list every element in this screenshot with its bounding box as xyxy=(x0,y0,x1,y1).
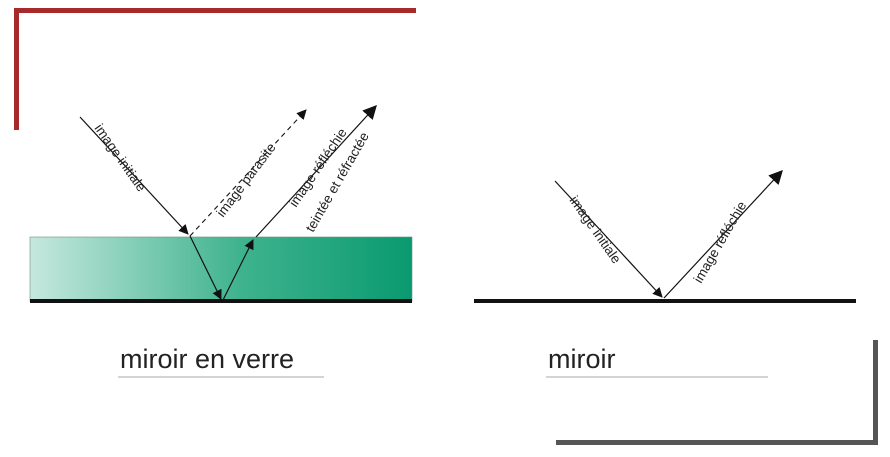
plain-mirror-title: miroir xyxy=(548,344,616,374)
glass-incident-ray xyxy=(79,116,189,235)
plain-incident-ray xyxy=(554,180,663,298)
glass-parasite-label: image parasite xyxy=(213,140,278,220)
glass-slab xyxy=(29,236,413,302)
plain-reflected-ray xyxy=(663,169,783,299)
glass-mirror-backing xyxy=(30,299,412,303)
glass-mirror-title: miroir en verre xyxy=(120,344,294,374)
glass-refracted-up-ray xyxy=(222,239,254,301)
plain-incident-label: image initiale xyxy=(567,193,624,266)
plain-mirror-diagram: image initiale image réfléchie miroir xyxy=(474,169,856,378)
glass-refracted-down-ray xyxy=(189,235,222,300)
glass-incident-label: image initiale xyxy=(92,121,149,194)
glass-mirror-diagram: image initiale image parasite image réfl… xyxy=(29,104,413,378)
glass-reflected-ray xyxy=(255,104,377,238)
frame-bottom-right xyxy=(556,340,878,445)
frame-top-left xyxy=(14,8,416,130)
plain-mirror-line xyxy=(474,299,856,303)
glass-parasite-ray xyxy=(189,109,307,237)
plain-reflected-label: image réfléchie xyxy=(691,199,750,286)
